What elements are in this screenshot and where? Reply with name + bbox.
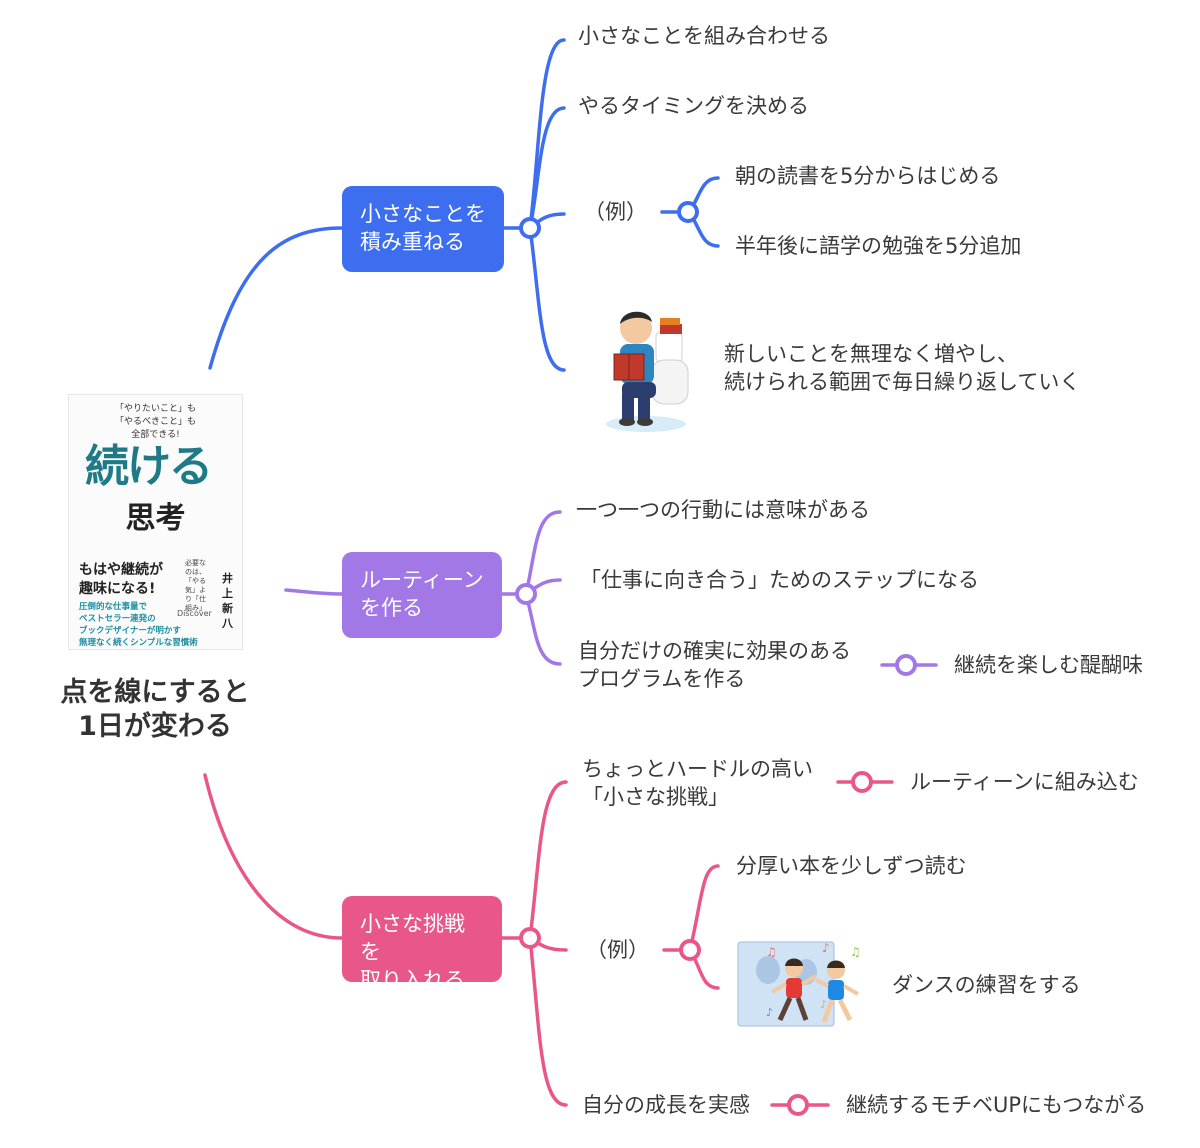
dancing-children-illustration: ♫ ♪ ♫ ♪ ♪ (737, 941, 861, 1027)
link-pink-ex1 (688, 864, 720, 952)
book-author: 井上新八 (222, 572, 233, 630)
blue-example-2[interactable]: 半年後に語学の勉強を5分追加 (735, 234, 1022, 258)
node-pink-item1 (851, 771, 873, 793)
svg-text:♪: ♪ (766, 1006, 773, 1019)
book-middle-note: 必要なのは、「やる気」より「仕組み」 (185, 559, 206, 612)
node-pink-box (519, 927, 541, 949)
node-pink-example (679, 939, 701, 961)
branch-box-purple[interactable]: ルーティーンを作る (342, 552, 502, 638)
link-purple-item3 (524, 592, 562, 666)
link-purple-item1 (524, 510, 562, 596)
blue-item-4[interactable]: 新しいことを無理なく増やし、 続けられる範囲で毎日繰り返していく (724, 342, 1081, 394)
branch-box-pink[interactable]: 小さな挑戦を 取り入れる (342, 896, 502, 992)
root-title: 点を線にすると 1日が変わる (60, 677, 250, 742)
svg-text:♪: ♪ (822, 941, 830, 955)
node-purple-item3 (895, 654, 917, 676)
link-pink-item1 (528, 780, 568, 940)
link-pink-item3 (528, 936, 568, 1107)
svg-text:♫: ♫ (766, 945, 777, 959)
blue-item-example[interactable]: （例） (584, 200, 647, 224)
node-pink-item3 (787, 1094, 809, 1116)
book-tagline: 「やりたいこと」も 「やるべきこと」も 全部できる! (114, 404, 196, 440)
link-blue-item4 (528, 226, 566, 372)
pink-example-1[interactable]: 分厚い本を少しずつ読む (736, 854, 967, 878)
book-description: 圧倒的な仕事量で ベストセラー連発の ブックデザイナーが明かす 無理なく続くシン… (79, 602, 198, 648)
link-root-purple (284, 588, 344, 596)
link-blue-item2 (528, 106, 566, 230)
blue-item-2[interactable]: やるタイミングを決める (578, 94, 809, 118)
link-root-pink (203, 773, 344, 940)
book-headline: もはや継続が 趣味になる! (79, 562, 163, 597)
branch-box-blue[interactable]: 小さなことを 積み重ねる (342, 186, 504, 272)
purple-item-3-child[interactable]: 継続を楽しむ醍醐味 (954, 653, 1143, 677)
book-cover: 「やりたいこと」も 「やるべきこと」も 全部できる! 続ける 思考 もはや継続が… (68, 394, 243, 650)
book-publisher: Discover (177, 609, 212, 618)
link-root-blue (208, 226, 344, 370)
purple-item-2[interactable]: 「仕事に向き合う」ためのステップになる (580, 568, 979, 592)
blue-item-1[interactable]: 小さなことを組み合わせる (578, 24, 830, 48)
book-title-main: 続ける (85, 441, 213, 492)
purple-item-1[interactable]: 一つ一つの行動には意味がある (576, 498, 870, 522)
node-purple-box (515, 583, 537, 605)
pink-example-2[interactable]: ダンスの練習をする (892, 973, 1081, 997)
pink-item-3[interactable]: 自分の成長を実感 (582, 1093, 750, 1117)
pink-item-1-child[interactable]: ルーティーンに組み込む (910, 770, 1139, 794)
pink-item-example[interactable]: （例） (586, 938, 649, 962)
reading-person-illustration (606, 311, 689, 432)
svg-text:♪: ♪ (820, 998, 827, 1011)
book-title-sub: 思考 (125, 501, 186, 536)
pink-item-1[interactable]: ちょっとハードルの高い 「小さな挑戦」 (582, 757, 813, 809)
node-blue-example (677, 201, 699, 223)
blue-example-1[interactable]: 朝の読書を5分からはじめる (735, 164, 1001, 188)
pink-item-3-child[interactable]: 継続するモチベUPにもつながる (846, 1093, 1147, 1117)
svg-text:♫: ♫ (850, 945, 861, 959)
purple-item-3[interactable]: 自分だけの確実に効果のある プログラムを作る (578, 639, 851, 691)
node-blue-box (519, 217, 541, 239)
